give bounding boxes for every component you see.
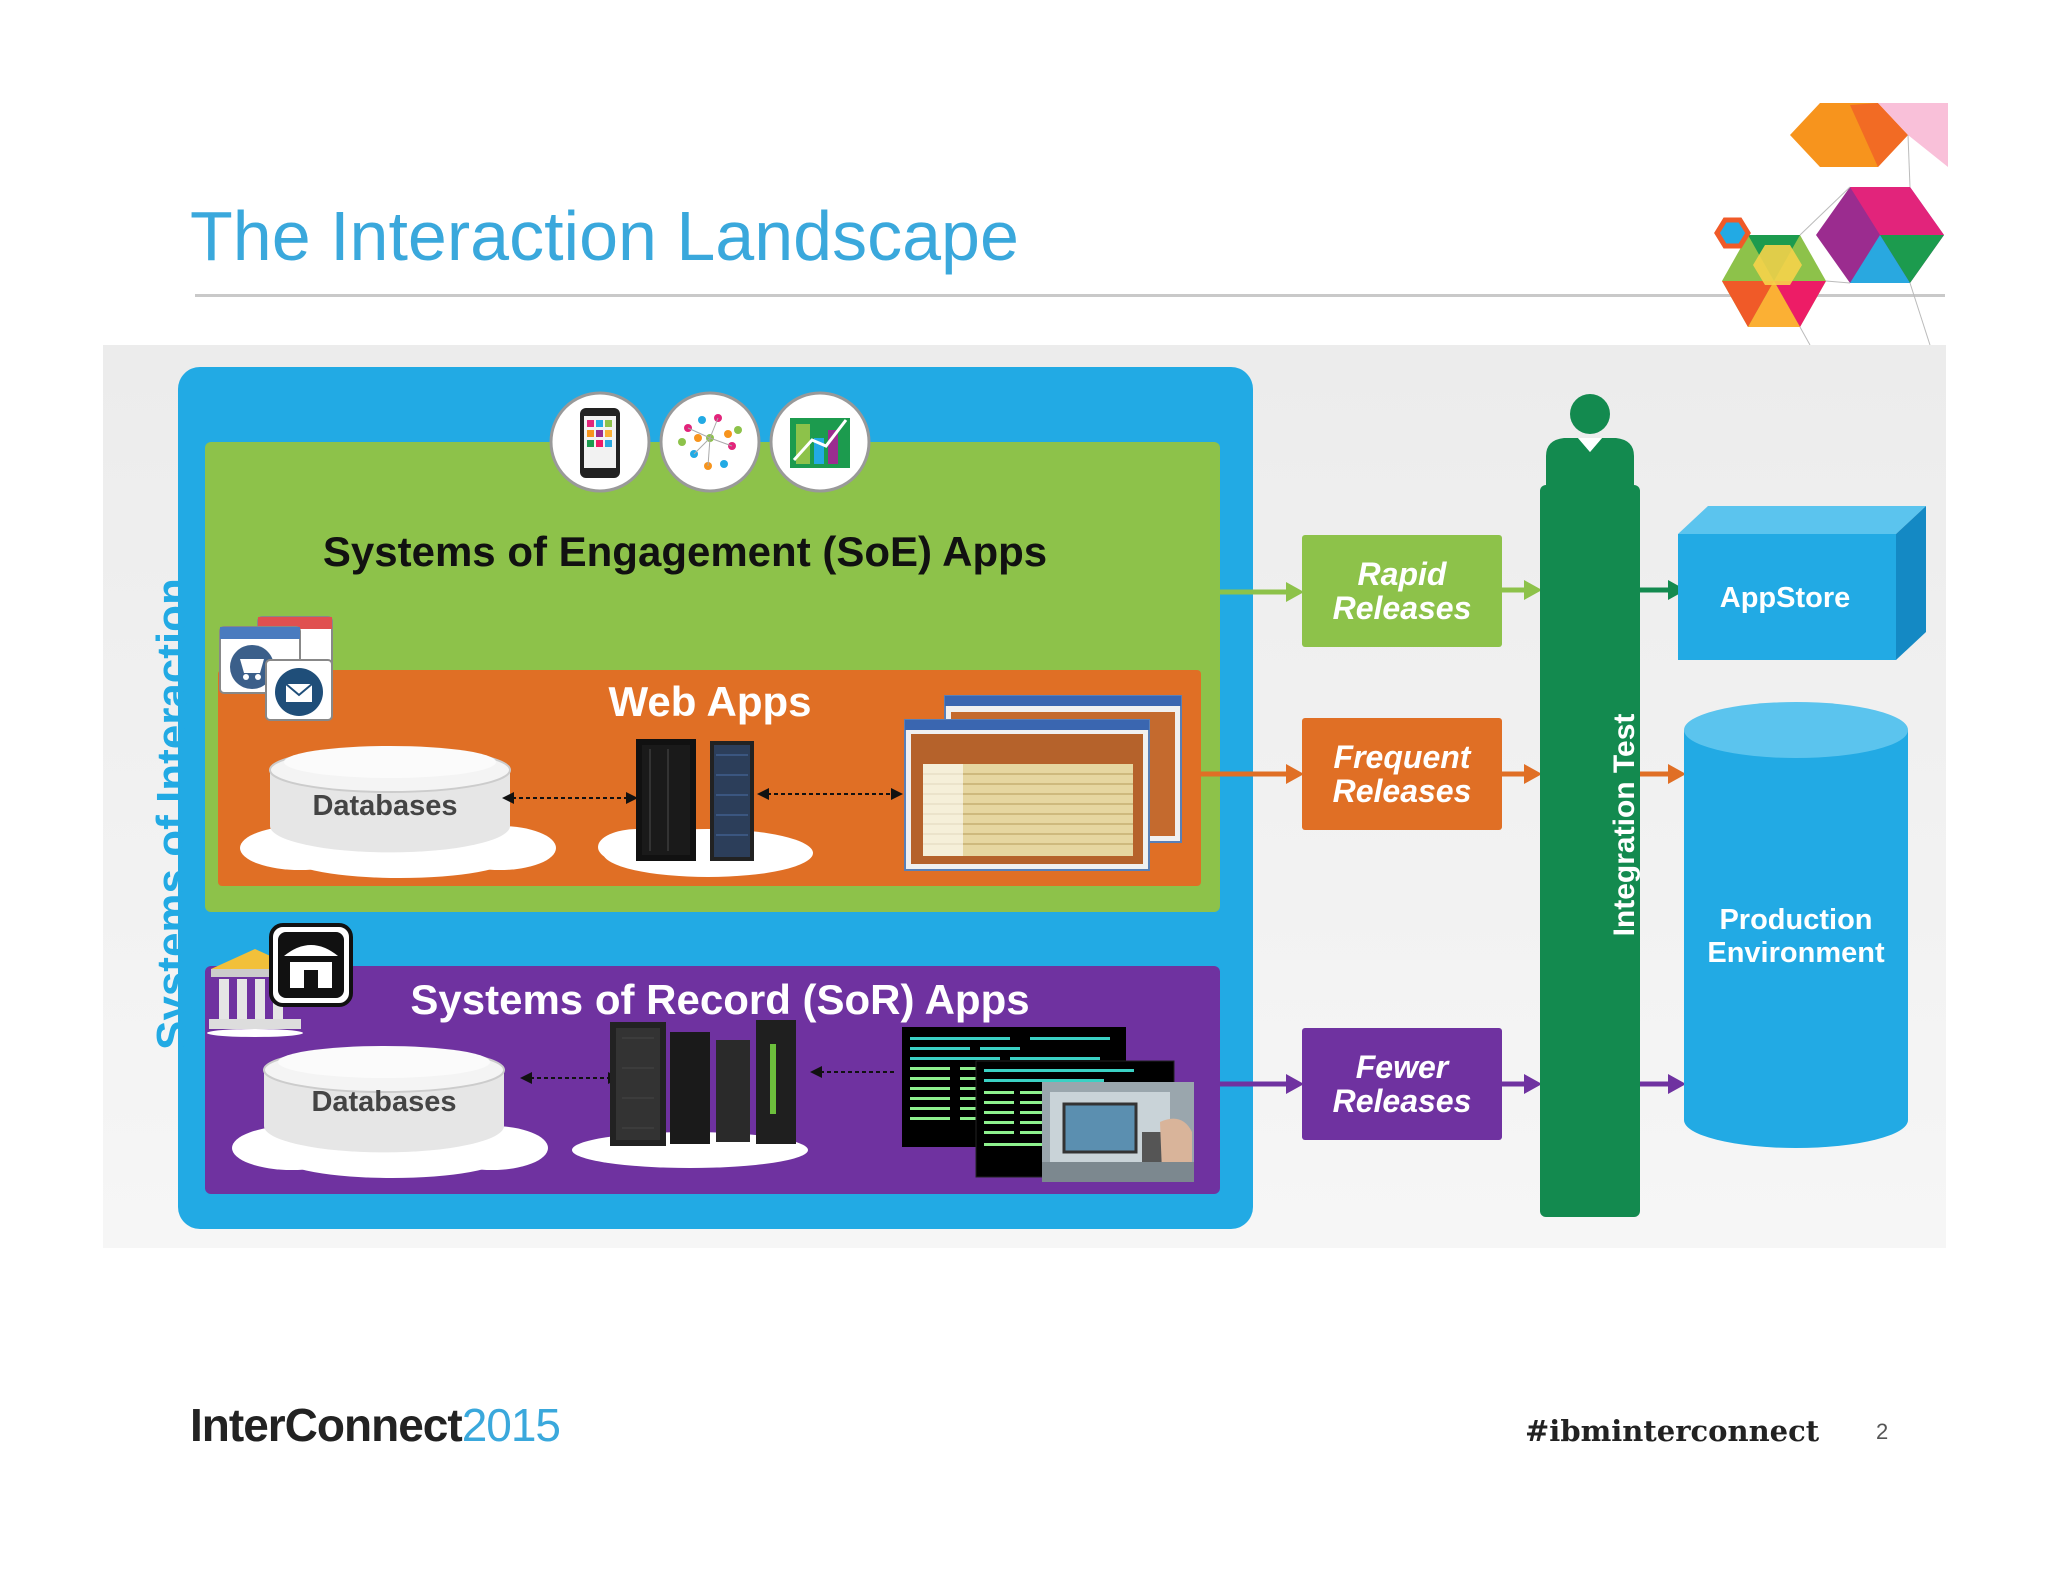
social-network-icon <box>659 391 761 493</box>
appstore-cube <box>1678 506 1926 660</box>
web-database-icon <box>240 746 556 878</box>
production-cylinder <box>1684 702 1908 1148</box>
mainframe-icon <box>572 1020 808 1168</box>
hashtag: #ibminterconnect <box>1525 1414 1820 1448</box>
fewer-to-test-arrow <box>1502 1074 1542 1094</box>
brand-year: 2015 <box>461 1399 561 1451</box>
web-screenshot-icon <box>904 695 1182 871</box>
sor-release-arrow <box>1220 1074 1304 1094</box>
production-environment-label: Production Environment <box>1707 904 1885 969</box>
soe-release-arrow <box>1220 582 1304 602</box>
sor-server-terminal-connector <box>810 1066 894 1078</box>
test-to-production-arrow-1 <box>1640 764 1686 784</box>
person-icon <box>1546 394 1634 490</box>
sor-database-icon <box>232 1046 548 1178</box>
web-server-app-connector <box>757 788 903 800</box>
email-icon <box>265 659 333 721</box>
sor-title: Systems of Record (SoR) Apps <box>410 976 1030 1023</box>
test-to-appstore-arrow <box>1640 580 1686 600</box>
brand-logo: InterConnect2015 <box>190 1398 561 1452</box>
sor-databases-label: Databases <box>311 1086 457 1118</box>
frequent-to-test-arrow <box>1502 764 1542 784</box>
atm-icon <box>1042 1082 1194 1182</box>
soe-title: Systems of Engagement (SoE) Apps <box>322 528 1048 575</box>
title-divider <box>195 294 1945 297</box>
brand-name: InterConnect <box>190 1399 463 1451</box>
web-release-arrow <box>1200 764 1304 784</box>
page-title: The Interaction Landscape <box>190 197 1019 275</box>
web-databases-label: Databases <box>312 790 458 822</box>
store-icon <box>269 923 353 1007</box>
page-number: 2 <box>1876 1419 1889 1444</box>
test-to-production-arrow-2 <box>1640 1074 1686 1094</box>
integration-test-column <box>1540 485 1640 1217</box>
mobile-app-icon <box>549 391 651 493</box>
web-apps-title: Web Apps <box>608 678 812 725</box>
frequent-releases-box: Frequent Releases <box>1302 718 1502 830</box>
rapid-to-test-arrow <box>1502 580 1542 600</box>
hexagon-decoration-icon <box>1714 103 1948 345</box>
fewer-releases-box: Fewer Releases <box>1302 1028 1502 1140</box>
server-icon <box>598 739 813 877</box>
analytics-icon <box>769 391 871 493</box>
systems-of-interaction-label: Systems of Interaction <box>148 578 197 1050</box>
web-db-server-connector <box>502 792 638 804</box>
integration-test-label: Integration Test <box>1608 713 1641 937</box>
rapid-releases-box: Rapid Releases <box>1302 535 1502 647</box>
appstore-label: AppStore <box>1719 582 1851 614</box>
